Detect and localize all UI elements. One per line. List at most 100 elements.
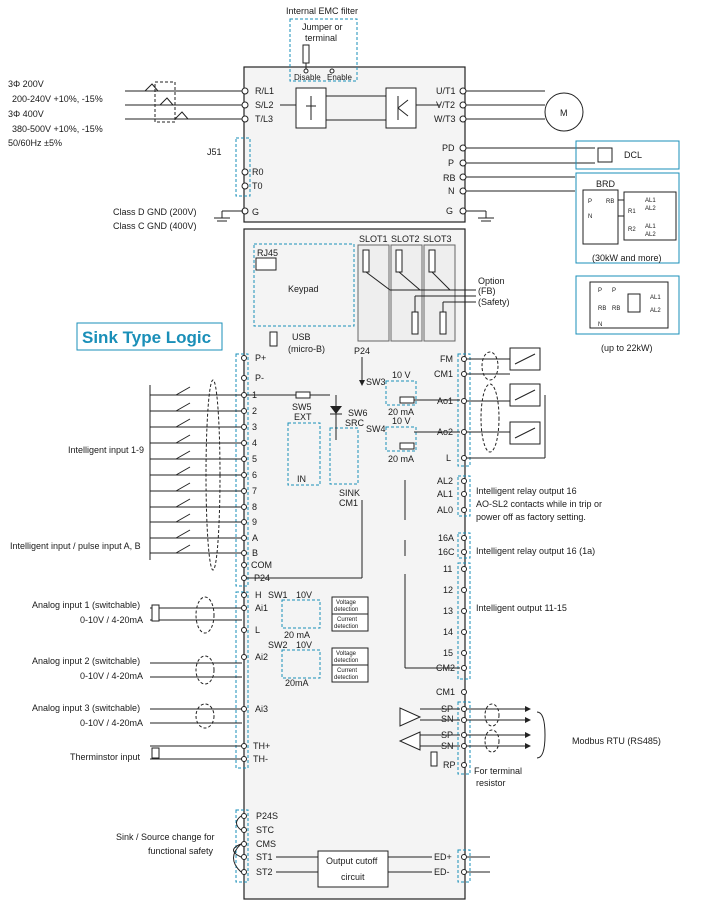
breaker-box — [154, 81, 176, 123]
svg-text:CMS: CMS — [256, 839, 276, 849]
term-wt3: W/T3 — [434, 114, 456, 124]
svg-text:H: H — [255, 590, 262, 600]
sink-title-box — [76, 322, 223, 351]
svg-text:P: P — [598, 288, 602, 294]
sw2-20ma: 20mA — [285, 678, 309, 688]
svg-text:AL2: AL2 — [645, 232, 656, 238]
sw6-label: SW6 — [348, 408, 368, 418]
svg-text:AL1: AL1 — [645, 198, 656, 204]
sw6-box — [329, 427, 359, 485]
term-ut1: U/T1 — [436, 86, 456, 96]
input-label-i9: 9 — [252, 517, 257, 527]
safety-label1: Sink / Source change for — [116, 832, 215, 842]
analog1-label: Analog input 1 (switchable) — [32, 600, 140, 610]
emc-enable: Enable — [327, 73, 352, 82]
term-g-right: G — [446, 206, 453, 216]
input-label-i5: 5 — [252, 454, 257, 464]
supply-200v-range: 200-240V +10%, -15% — [12, 94, 103, 104]
relay16-note2: power off as factory setting. — [476, 512, 586, 522]
sw5-box — [287, 422, 321, 486]
option-label: Option — [478, 276, 505, 286]
thermistor-label: Therminstor input — [70, 752, 141, 762]
svg-text:P24S: P24S — [256, 811, 278, 821]
input-terminal-i2 — [241, 408, 247, 414]
safety-label2: functional safety — [148, 846, 214, 856]
analog2-range: 0-10V / 4-20mA — [80, 671, 143, 681]
svg-text:P: P — [588, 199, 592, 205]
keypad-label: Keypad — [288, 284, 319, 294]
input-terminal-i7 — [241, 488, 247, 494]
input-terminal-i1 — [241, 392, 247, 398]
output-cutoff-box — [317, 850, 389, 888]
input-terminal-i6 — [241, 472, 247, 478]
input-switch-i3 — [175, 418, 191, 428]
input-terminal-i4 — [241, 440, 247, 446]
motor-icon — [544, 92, 584, 132]
svg-text:AL2: AL2 — [437, 476, 453, 486]
terminal-resistor-label2: resistor — [476, 778, 506, 788]
terminal-resistor-label1: For terminal — [474, 766, 522, 776]
intelligent-output-label: Intelligent output 11-15 — [476, 603, 567, 613]
svg-text:N: N — [598, 322, 602, 328]
sw4-label: SW4 — [366, 424, 386, 434]
term-g: G — [252, 207, 259, 217]
analog3-range: 0-10V / 4-20mA — [80, 718, 143, 728]
gnd-class-c: Class C GND (400V) — [113, 221, 197, 231]
slot1-label: SLOT1 — [359, 234, 388, 244]
svg-text:ED-: ED- — [434, 867, 450, 877]
input-label-i3: 3 — [252, 422, 257, 432]
svg-text:Current: Current — [337, 617, 357, 623]
keypad-box — [253, 243, 355, 327]
gnd-class-d: Class D GND (200V) — [113, 207, 197, 217]
svg-text:P24: P24 — [354, 346, 370, 356]
sw1-label: SW1 — [268, 590, 288, 600]
svg-text:12: 12 — [443, 585, 453, 595]
term-sl2: S/L2 — [255, 100, 274, 110]
input-terminal-b — [241, 550, 247, 556]
svg-text:AL1: AL1 — [650, 295, 661, 301]
input-switch-i4 — [175, 434, 191, 444]
small-br-outer — [575, 275, 680, 335]
output-cutoff-label1: Output cutoff — [326, 856, 378, 866]
svg-text:TH-: TH- — [253, 754, 268, 764]
svg-text:16A: 16A — [438, 533, 454, 543]
emc-terminal-text: terminal — [305, 33, 337, 43]
brd-title: BRD — [596, 179, 616, 189]
left-terminal-strip — [235, 353, 249, 587]
term-t0: T0 — [252, 181, 263, 191]
rs485-driver-icon — [399, 707, 422, 727]
svg-text:detection: detection — [334, 658, 358, 664]
input-terminal-i5 — [241, 456, 247, 462]
option-safety: (Safety) — [478, 297, 510, 307]
svg-text:SN: SN — [441, 714, 454, 724]
input-terminal-i3 — [241, 424, 247, 430]
sw1-20ma: 20 mA — [284, 630, 310, 640]
usb-port-icon — [269, 331, 278, 347]
input-label-i2: 2 — [252, 406, 257, 416]
motor-label: M — [560, 108, 568, 118]
rs485-receiver-icon — [398, 731, 421, 751]
svg-text:detection: detection — [334, 675, 358, 681]
option-fb: (FB) — [478, 286, 496, 296]
svg-text:detection: detection — [334, 607, 358, 613]
input-label-i8: 8 — [252, 502, 257, 512]
term-rb: RB — [443, 173, 456, 183]
svg-text:AL2: AL2 — [645, 206, 656, 212]
input-label-b: B — [252, 548, 258, 558]
svg-text:13: 13 — [443, 606, 453, 616]
inverter-block — [385, 87, 417, 129]
input-terminal-a — [241, 535, 247, 541]
sw5-ext: EXT — [294, 412, 312, 422]
sw3-20ma: 20 mA — [388, 407, 414, 417]
emc-jumper-box — [289, 18, 358, 82]
svg-text:AL0: AL0 — [437, 505, 453, 515]
input-switch-i8 — [175, 498, 191, 508]
sw5-in: IN — [297, 474, 306, 484]
sink-title: Sink Type Logic — [82, 328, 211, 347]
svg-text:Current: Current — [337, 668, 357, 674]
j51-label: J51 — [207, 147, 222, 157]
sw6-sink: SINK — [339, 488, 360, 498]
svg-text:N: N — [588, 214, 592, 220]
brd-caption: (30kW and more) — [592, 253, 662, 263]
